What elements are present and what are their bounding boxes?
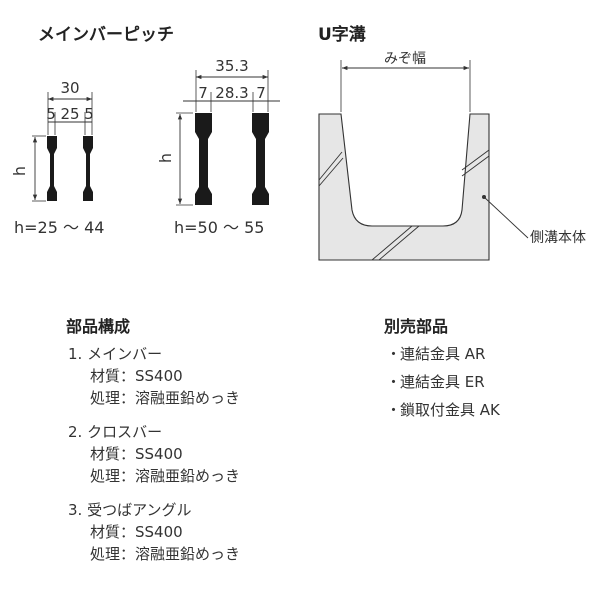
list-item: 1. メインバー 材質：SS400 処理：溶融亜鉛めっき (68, 343, 240, 409)
sold-separately-title: 別売部品 (384, 317, 449, 336)
u-channel-title: U字溝 (318, 25, 366, 45)
accessory-name: 鎖取付金具 AK (400, 401, 500, 419)
main-bar-small-right (83, 136, 93, 201)
item-treatment: 処理：溶融亜鉛めっき (90, 545, 241, 563)
small-overall-label: 30 (60, 79, 79, 97)
bullet-icon: ・ (386, 345, 402, 363)
main-bar-large-left (195, 113, 212, 205)
main-bar-small-left (47, 136, 57, 201)
channel-body-label: 側溝本体 (530, 230, 586, 246)
small-height-symbol: h (10, 166, 29, 176)
item-number: 3. (68, 501, 83, 519)
item-number: 2. (68, 423, 83, 441)
large-part-label-left: 7 (198, 84, 208, 102)
bullet-icon: ・ (386, 401, 402, 419)
u-channel-body (318, 113, 490, 261)
small-part-label-right: 5 (84, 105, 94, 123)
list-item: 3. 受つばアングル 材質：SS400 処理：溶融亜鉛めっき (68, 499, 240, 565)
item-treatment: 処理：溶融亜鉛めっき (90, 389, 241, 407)
large-height-symbol: h (156, 153, 175, 163)
large-overall-label: 35.3 (215, 57, 248, 75)
accessory-name: 連結金具 ER (400, 373, 485, 391)
channel-body-leader-dot (482, 195, 486, 199)
small-part-label-middle: 25 (60, 105, 79, 123)
list-item: ・連結金具 ER (386, 368, 500, 396)
technical-drawing: 30 5 25 5 h h=25 ～ 44 35.3 7 28.3 7 h h=… (10, 51, 586, 261)
main-bar-pitch-title: メインバーピッチ (38, 25, 174, 45)
main-bar-large-right (252, 113, 269, 205)
bullet-icon: ・ (386, 373, 402, 391)
item-material: 材質：SS400 (90, 367, 183, 385)
item-material: 材質：SS400 (90, 523, 183, 541)
parts-title: 部品構成 (66, 317, 131, 336)
parts-list: 1. メインバー 材質：SS400 処理：溶融亜鉛めっき 2. クロスバー 材質… (68, 343, 240, 577)
large-part-label-right: 7 (256, 84, 266, 102)
u-channel-drawing (318, 60, 529, 261)
item-number: 1. (68, 345, 83, 363)
small-pitch-drawing (32, 92, 93, 202)
item-material: 材質：SS400 (90, 445, 183, 463)
item-name: クロスバー (87, 423, 163, 441)
accessory-name: 連結金具 AR (400, 345, 486, 363)
item-name: 受つばアングル (87, 501, 192, 519)
list-item: 2. クロスバー 材質：SS400 処理：溶融亜鉛めっき (68, 421, 240, 487)
item-treatment: 処理：溶融亜鉛めっき (90, 467, 241, 485)
item-name: メインバー (87, 345, 163, 363)
list-item: ・連結金具 AR (386, 340, 500, 368)
large-pitch-drawing (176, 70, 280, 206)
channel-body-leader-line (483, 196, 529, 239)
large-height-range: h=50 ～ 55 (174, 218, 264, 237)
channel-width-label: みぞ幅 (384, 51, 426, 67)
sold-separately-list: ・連結金具 AR ・連結金具 ER ・鎖取付金具 AK (386, 340, 500, 424)
list-item: ・鎖取付金具 AK (386, 396, 500, 424)
large-part-label-middle: 28.3 (215, 84, 248, 102)
small-part-label-left: 5 (46, 105, 56, 123)
small-height-range: h=25 ～ 44 (14, 218, 104, 237)
